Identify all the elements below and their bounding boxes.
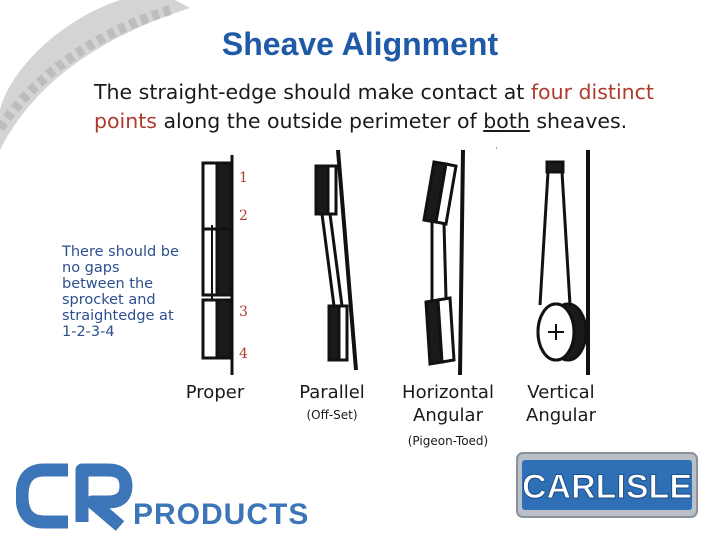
- caption-vertical-line2: Angular: [526, 405, 596, 426]
- caption-vertical-line1: Vertical: [527, 382, 595, 403]
- caption-horizontal-sub: (Pigeon-Toed): [407, 434, 489, 448]
- contact-point-2: 2: [239, 208, 248, 224]
- side-note: There should be no gaps between the spro…: [62, 244, 179, 340]
- caption-horizontal-line1: Horizontal: [402, 382, 494, 403]
- caption-parallel: Parallel: [299, 382, 365, 403]
- caption-horizontal-line2: Angular: [413, 405, 483, 426]
- intro-highlight: four distinct points: [94, 80, 654, 133]
- intro-part2: along the outside perimeter of: [156, 109, 484, 133]
- proper-diagram: [201, 155, 234, 375]
- horizontal-angular-diagram: [422, 149, 465, 376]
- carlisle-text: CARLISLE: [522, 468, 692, 506]
- intro-part1: The straight-edge should make contact at: [94, 80, 531, 104]
- intro-underlined: both: [483, 109, 530, 133]
- page-title: Sheave Alignment: [221, 26, 499, 62]
- contact-point-3: 3: [239, 304, 248, 320]
- contact-point-4: 4: [239, 346, 248, 362]
- caption-parallel-sub: (Off-Set): [306, 408, 358, 422]
- carlisle-logo: CARLISLE: [516, 452, 698, 518]
- vertical-angular-diagram: [536, 150, 590, 375]
- intro-text: The straight-edge should make contact at…: [94, 78, 694, 136]
- contact-point-1: 1: [239, 170, 248, 186]
- parallel-diagram: [314, 149, 358, 371]
- products-wordmark: PRODUCTS: [133, 498, 310, 531]
- caption-proper: Proper: [185, 382, 245, 403]
- cr-products-logo: [16, 463, 133, 531]
- intro-part3: sheaves.: [529, 109, 628, 133]
